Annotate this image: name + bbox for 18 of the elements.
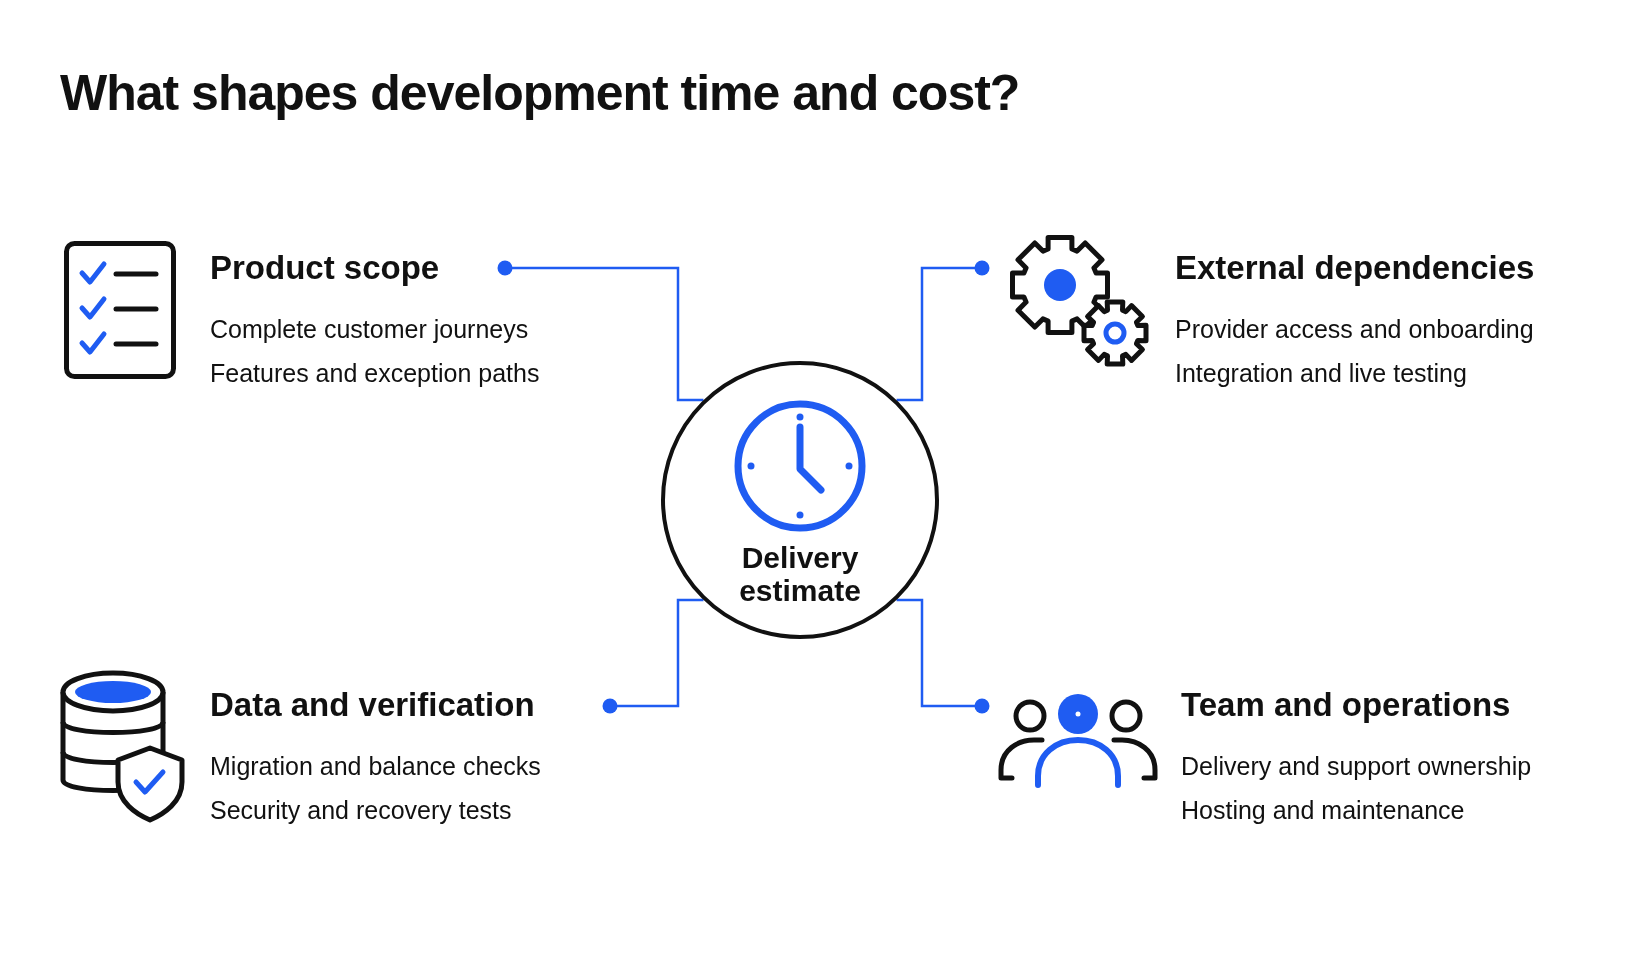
connector-line [896,260,990,402]
factor-item: Complete customer journeys [210,314,529,344]
factor-item: Delivery and support ownership [1181,751,1532,781]
factor-heading: Data and verification [210,685,535,725]
factor-item: Provider access and onboarding [1175,314,1534,344]
factor-heading: External dependencies [1175,248,1535,288]
factor-item: Security and recovery tests [210,795,512,825]
factor-item: Migration and balance checks [210,751,541,781]
factor-heading: Product scope [210,248,440,288]
connector-line [497,260,704,402]
factor-heading: Team and operations [1181,685,1511,725]
connector-line [896,598,990,714]
connector-line [602,598,704,714]
factor-item: Features and exception paths [210,358,540,388]
factor-item: Integration and live testing [1175,358,1467,388]
hub-label: Delivery estimate [738,541,862,607]
title: What shapes development time and cost? [60,64,1020,123]
factor-item: Hosting and maintenance [1181,795,1465,825]
